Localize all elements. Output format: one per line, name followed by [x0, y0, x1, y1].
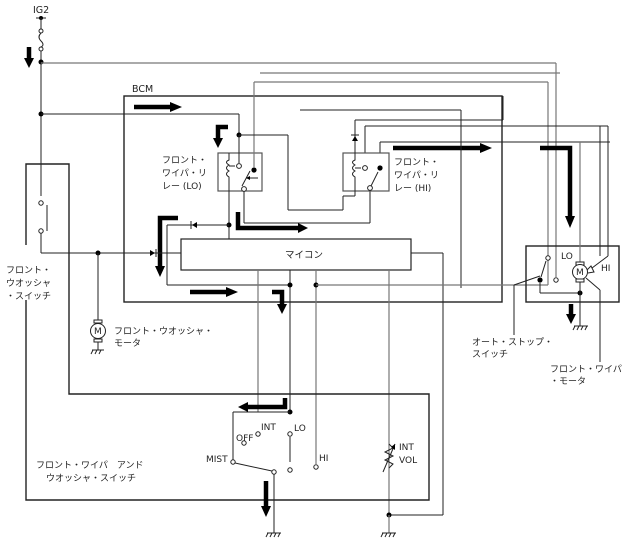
switch-contact-hi [313, 464, 319, 470]
wiper-washer-switch-label-line2: ウオッシャ・スイッチ [46, 473, 136, 484]
wire [591, 255, 609, 269]
wiper-motor-symbol: M [576, 268, 584, 278]
diode-icon [150, 249, 157, 257]
auto-stop-common [537, 277, 543, 283]
relay-lo-label-line2: ワイパ・リ [162, 168, 207, 179]
relay-coil-icon [226, 157, 230, 181]
wiper-motor-label-line2: ・モータ [550, 376, 586, 387]
microcomputer-box [180, 238, 412, 271]
ig2-terminal [36, 16, 46, 29]
current-flow-arrow [24, 47, 34, 68]
bcm-label: BCM [132, 84, 153, 95]
auto-stop-contact2 [553, 277, 559, 283]
washer-motor-label-line2: モータ [114, 338, 141, 349]
auto-stop-switch-label-line2: スイッチ [472, 349, 508, 360]
wiper-washer-switch-label-line1: フロント・ワイパ アンド [36, 460, 143, 471]
relay-lo-label-line3: レー (LO) [162, 182, 202, 192]
switch-contact-lo2 [287, 467, 293, 473]
relay-coil-icon [352, 157, 356, 181]
current-flow-arrow [566, 304, 576, 324]
relay-hi-label-line3: レー (HI) [394, 184, 431, 194]
fuse-icon [38, 28, 44, 52]
switch-int-label: INT [261, 423, 276, 433]
microcomputer-label: マイコン [285, 250, 323, 261]
ground-icon [380, 532, 396, 538]
wiper-washer-switch-box [25, 163, 430, 501]
switch-contact-int [255, 431, 261, 437]
int-vol-label-line2: VOL [399, 456, 417, 466]
wiper-motor-icon: M [572, 261, 595, 283]
current-flow-arrow [261, 481, 271, 517]
front-wiper-relay-hi [342, 135, 390, 197]
switch-lo-label: LO [294, 424, 306, 434]
switch-common-contact [271, 469, 277, 475]
front-washer-switch [38, 200, 48, 253]
motor-hi-label: HI [601, 264, 610, 274]
switch-contact-lo [287, 431, 293, 437]
ground-icon [265, 532, 281, 538]
washer-motor-label-line1: フロント・ウオッシャ・ [114, 326, 213, 337]
switch-contact-mist [230, 459, 236, 465]
int-vol-label-line1: INT [399, 443, 414, 453]
auto-stop-switch-label-line1: オート・ストップ・ [472, 337, 553, 348]
motor-lo-label: LO [561, 252, 573, 262]
relay-hi-label-line1: フロント・ [394, 158, 439, 168]
washer-switch-label-line1: フロント・ [6, 266, 51, 276]
current-flow-arrow [134, 102, 182, 112]
current-flow-arrow [235, 212, 308, 233]
current-flow-arrow [190, 287, 238, 297]
current-flow-arrow [393, 143, 492, 153]
wiper-motor-label-line1: フロント・ワイパ [550, 364, 622, 375]
front-wiper-relay-lo [217, 135, 263, 192]
current-flow-arrow [272, 289, 287, 314]
bcm-box [123, 95, 503, 303]
auto-stop-lever [540, 260, 547, 278]
switch-mist-label: MIST [206, 455, 228, 465]
washer-motor-icon: M [90, 319, 106, 343]
switch-contact-off [241, 440, 247, 446]
washer-switch-label-line2: ウオッシャ [6, 278, 51, 289]
relay-hi-label-line2: ワイパ・リ [394, 170, 439, 181]
diode-icon [351, 134, 359, 141]
washer-switch-label-line3: ・スイッチ [6, 291, 51, 302]
leader-line [585, 277, 601, 291]
auto-stop-contact [545, 255, 551, 261]
current-flow-arrow [213, 124, 228, 148]
switch-off-label: OFF [236, 434, 253, 444]
int-volume-resistor-icon [382, 443, 396, 473]
diode-icon [190, 221, 197, 229]
junction [287, 282, 293, 288]
leader-line [513, 275, 541, 286]
wiper-motor-box [525, 245, 620, 303]
motor-symbol: M [94, 327, 102, 337]
current-flow-arrow [238, 398, 288, 412]
switch-lever [234, 462, 273, 472]
relay-lo-label-line1: フロント・ [162, 156, 207, 166]
switch-hi-label: HI [319, 454, 328, 464]
ig2-label: IG2 [33, 5, 49, 16]
ground-icon [90, 349, 104, 355]
current-flow-arrow [540, 145, 575, 228]
ground-icon [572, 325, 588, 331]
current-flow-arrow [155, 215, 178, 277]
